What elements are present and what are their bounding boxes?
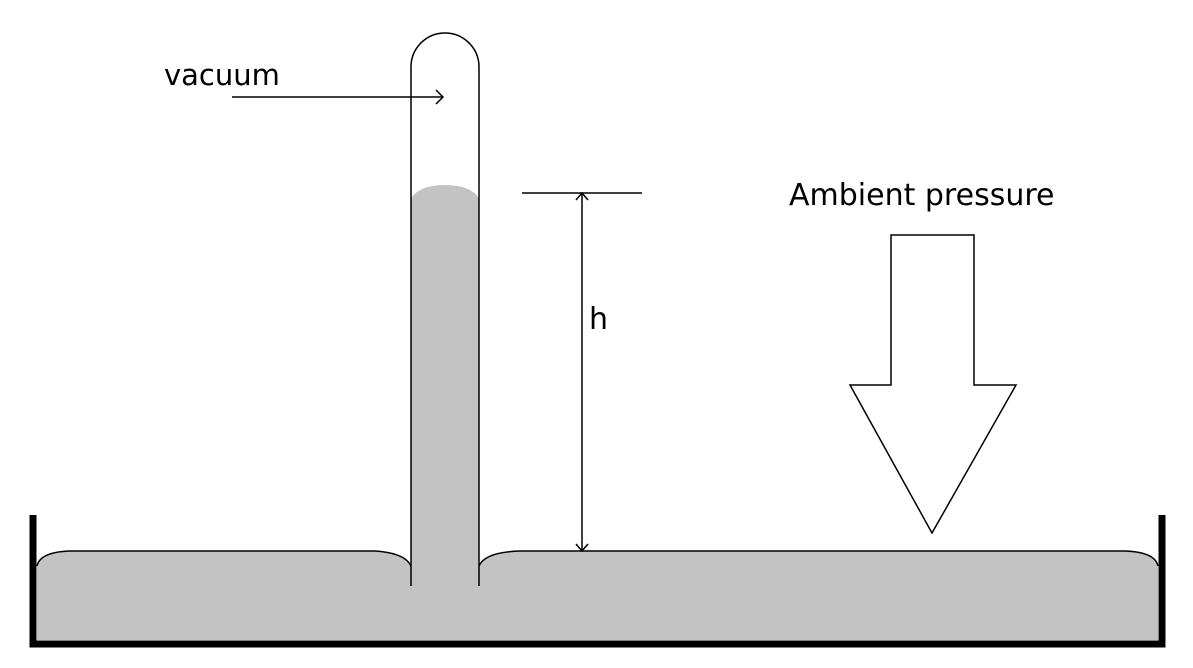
- vacuum-pointer-arrow: [232, 89, 445, 105]
- vacuum-label: vacuum: [164, 58, 280, 92]
- height-dimension-arrow: [522, 191, 642, 553]
- glass-tube: [410, 32, 480, 586]
- ambient-pressure-arrow-icon: [848, 234, 1018, 535]
- basin-mercury: [37, 551, 411, 640]
- height-label: h: [589, 302, 609, 337]
- tube-mercury-column: [411, 185, 479, 588]
- basin-mercury-right: [479, 551, 1158, 640]
- basin-container: [29, 515, 1166, 648]
- ambient-pressure-label: Ambient pressure: [789, 178, 1055, 213]
